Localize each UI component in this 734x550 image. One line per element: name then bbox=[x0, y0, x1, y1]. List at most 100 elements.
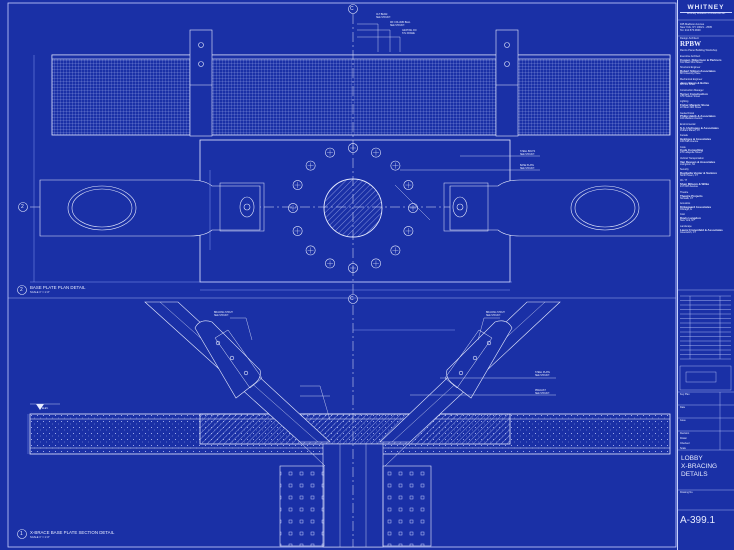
anchor-bolt-mark bbox=[307, 247, 314, 254]
address-line: Tel. 212.570.3600 bbox=[680, 29, 701, 33]
knife-plate-right bbox=[449, 179, 671, 237]
consultant-role: Acoustics bbox=[680, 202, 691, 206]
title-block-field-label: Revision bbox=[680, 432, 690, 435]
consultant-name: Philip Habib & Associates bbox=[680, 114, 716, 119]
consultant-role: Executive Architect bbox=[680, 55, 701, 58]
anchor-bolt bbox=[371, 258, 381, 269]
column-post-left bbox=[189, 29, 213, 137]
consultant-address: 88 University Place bbox=[680, 72, 701, 76]
title-block bbox=[677, 0, 734, 550]
anchor-bolt bbox=[390, 160, 401, 171]
brace-left bbox=[144, 301, 331, 443]
anchor-bolt-mark bbox=[307, 162, 314, 169]
anchor-bolt bbox=[325, 258, 335, 269]
consultant-name: Code Consulting bbox=[680, 148, 704, 153]
anchor-bolt bbox=[371, 147, 381, 158]
architect-full-name: Renzo Piano Building Workshop bbox=[680, 49, 718, 52]
consultant-name: Fisher Marantz Stone bbox=[680, 103, 710, 108]
consultant-name: Van Deusen & Associates bbox=[680, 159, 716, 164]
consultant-role: Cost bbox=[680, 213, 685, 217]
consultant-role: Environmental bbox=[680, 122, 696, 126]
grid-bubble-section: C bbox=[350, 296, 354, 302]
perforated-panel-right bbox=[382, 465, 432, 547]
anchor-bolt-mark bbox=[372, 260, 379, 267]
anchor-bolt-mark bbox=[410, 205, 416, 211]
annotation-top-1: CLT BEAM SEE STRUCT. bbox=[376, 14, 391, 19]
anchor-bolt-mark bbox=[350, 265, 356, 271]
anchor-bolt-mark bbox=[372, 149, 379, 156]
anchor-bolt-mark bbox=[327, 260, 334, 267]
title-block-field-label: Issue bbox=[680, 419, 686, 422]
consultant-name: Shen Milsom & Wilke bbox=[680, 182, 710, 187]
client-name: Whitney Museum of American Art bbox=[686, 12, 726, 15]
anchor-bolt bbox=[403, 226, 414, 236]
anchor-bolt-ring bbox=[288, 143, 418, 273]
consultant-role: Code bbox=[680, 145, 686, 149]
anchor-bolt-mark bbox=[392, 162, 399, 169]
title-block-field-label: Date bbox=[680, 406, 686, 409]
address-line: New York, NY 10021 - 2505 bbox=[680, 26, 712, 30]
consultant-address: 22 West 19th Street bbox=[680, 106, 702, 110]
consultant-role: Vertical Transportation bbox=[680, 156, 704, 160]
detail-title-plan: BASE PLATE PLAN DETAIL bbox=[30, 285, 86, 290]
consultant-name: Theatre Projects bbox=[680, 193, 703, 198]
consultant-name: Heintges & Associates bbox=[680, 137, 712, 142]
anchor-bolt bbox=[288, 203, 298, 213]
title-block-field-label: Key Plan bbox=[680, 393, 690, 396]
anchor-bolt bbox=[348, 263, 358, 273]
detail-scale-section: SCALE 1" = 1'-0" bbox=[30, 536, 50, 539]
consultant-name: Cooper, Robertson & Partners bbox=[680, 57, 722, 62]
plan-detail bbox=[30, 14, 671, 300]
grid-bubble-top: C bbox=[350, 6, 354, 12]
anchor-bolt-mark bbox=[327, 149, 334, 156]
anchor-bolt bbox=[403, 180, 414, 190]
consultant-name: Ducibella Venter & Santore bbox=[680, 171, 717, 176]
anchor-bolt-mark bbox=[294, 182, 301, 189]
anchor-bolt bbox=[348, 143, 358, 153]
anchor-bolt-mark bbox=[405, 182, 412, 189]
detail-scale-plan: SCALE 1" = 1'-0" bbox=[30, 291, 50, 294]
consultant-address: 102 Madison Avenue bbox=[680, 117, 703, 121]
anchor-bolt-mark bbox=[405, 227, 412, 234]
annotation-sec-1: BRACING STRUT SEE STRUCT. bbox=[214, 312, 233, 317]
consultant-address: North Haven, CT bbox=[680, 173, 698, 177]
title-block-grid bbox=[677, 19, 734, 511]
consultant-address: Pelham Manor, NY bbox=[680, 128, 701, 132]
anchor-bolt bbox=[292, 180, 303, 190]
anchor-bolt-mark bbox=[294, 227, 301, 234]
anchor-bolt-mark bbox=[350, 145, 356, 151]
slot-right bbox=[570, 185, 640, 231]
grating-band bbox=[51, 54, 671, 136]
anchor-bolt bbox=[305, 160, 316, 171]
detail-number-2: 2 bbox=[20, 287, 23, 293]
consultant-address: 311 West 43rd Street bbox=[680, 60, 703, 64]
consultant-address: Greenwich, CT bbox=[680, 230, 696, 234]
anchor-bolt bbox=[325, 147, 335, 158]
consultant-role: Mechanical Engineer bbox=[680, 77, 703, 81]
consultant-address: 375 Hudson Street bbox=[680, 94, 700, 98]
column-section bbox=[323, 178, 383, 238]
consultant-name: S.A. Hydrogeo & Associates bbox=[680, 125, 719, 130]
annotation-elev: ELEV. bbox=[42, 408, 49, 410]
consultant-role: Geotechnical bbox=[680, 111, 694, 115]
title-block-field-label: Drawing No. bbox=[680, 491, 694, 494]
consultant-name: Jaros Baum & Bolles bbox=[680, 80, 709, 85]
annotation-mid-1: STEEL BOLTS SEE STRUCT. bbox=[520, 151, 536, 156]
consultant-role: Security bbox=[680, 168, 689, 172]
consultant-role: Structural Engineer bbox=[680, 66, 701, 70]
